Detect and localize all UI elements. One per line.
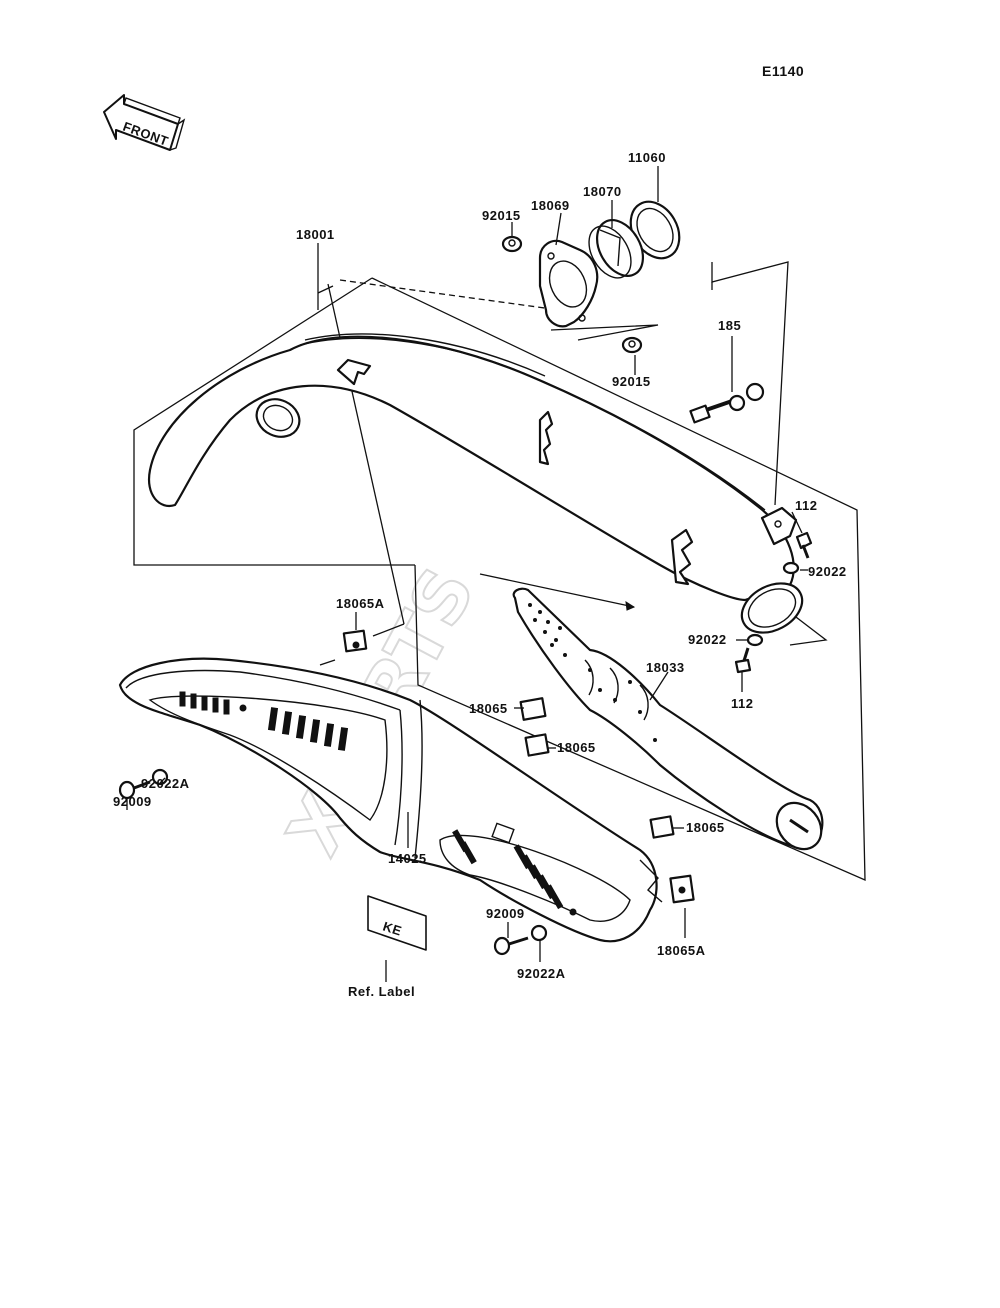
flange-18069 bbox=[538, 239, 599, 328]
callout-92022A-left: 92022A bbox=[141, 776, 190, 791]
callout-18069: 18069 bbox=[531, 198, 570, 213]
ref-label-caption: Ref. Label bbox=[348, 984, 415, 999]
callout-14025: 14025 bbox=[388, 851, 427, 866]
callout-11060: 11060 bbox=[628, 150, 666, 165]
callout-18065-a: 18065 bbox=[469, 701, 508, 716]
bolt-185 bbox=[689, 382, 765, 424]
leader-lines bbox=[126, 166, 808, 962]
ref-label: KE Ref. Label bbox=[348, 895, 427, 999]
callout-18070: 18070 bbox=[583, 184, 622, 199]
callout-92022-bottom: 92022 bbox=[688, 632, 727, 647]
callout-18033: 18033 bbox=[646, 660, 685, 675]
clip-18065-a bbox=[519, 697, 547, 721]
callout-92022-top: 92022 bbox=[808, 564, 847, 579]
callout-92009-left: 92009 bbox=[113, 794, 152, 809]
bolt-112-bottom bbox=[734, 633, 764, 674]
collar-18070 bbox=[588, 219, 645, 279]
front-arrow-icon: FRONT bbox=[103, 94, 186, 151]
baffle-18033 bbox=[512, 587, 824, 851]
screw-92009-right bbox=[493, 924, 548, 956]
callout-112-top: 112 bbox=[795, 498, 817, 513]
callout-18001: 18001 bbox=[296, 227, 335, 242]
exhaust-pipe-18001 bbox=[147, 333, 804, 634]
assembly-outline bbox=[133, 261, 866, 882]
callout-18065A-left: 18065A bbox=[336, 596, 385, 611]
nut-92015-mid bbox=[621, 336, 643, 354]
ref-label-text: KE bbox=[381, 919, 404, 939]
clip-18065A-left bbox=[342, 629, 368, 653]
cover-14025 bbox=[118, 657, 663, 943]
callout-18065A-right: 18065A bbox=[657, 943, 706, 958]
clip-18065A-right bbox=[669, 874, 695, 904]
screw-92009-left bbox=[118, 768, 169, 800]
bolt-112-top bbox=[782, 531, 813, 575]
callout-92022A-right: 92022A bbox=[517, 966, 566, 981]
callout-112-bottom: 112 bbox=[731, 696, 753, 711]
callout-18065-b: 18065 bbox=[557, 740, 596, 755]
part-callouts: 11060 18070 18069 92015 18001 92015 185 … bbox=[113, 150, 847, 981]
callout-18065-c: 18065 bbox=[686, 820, 725, 835]
callout-92009-right: 92009 bbox=[486, 906, 525, 921]
callout-92015-mid: 92015 bbox=[612, 374, 651, 389]
clip-18065-b bbox=[524, 733, 550, 757]
nut-92015-top bbox=[501, 235, 523, 253]
diagram-code: E1140 bbox=[762, 63, 804, 79]
callout-92015-top: 92015 bbox=[482, 208, 521, 223]
callout-185: 185 bbox=[718, 318, 741, 333]
clip-18065-c bbox=[649, 815, 675, 839]
